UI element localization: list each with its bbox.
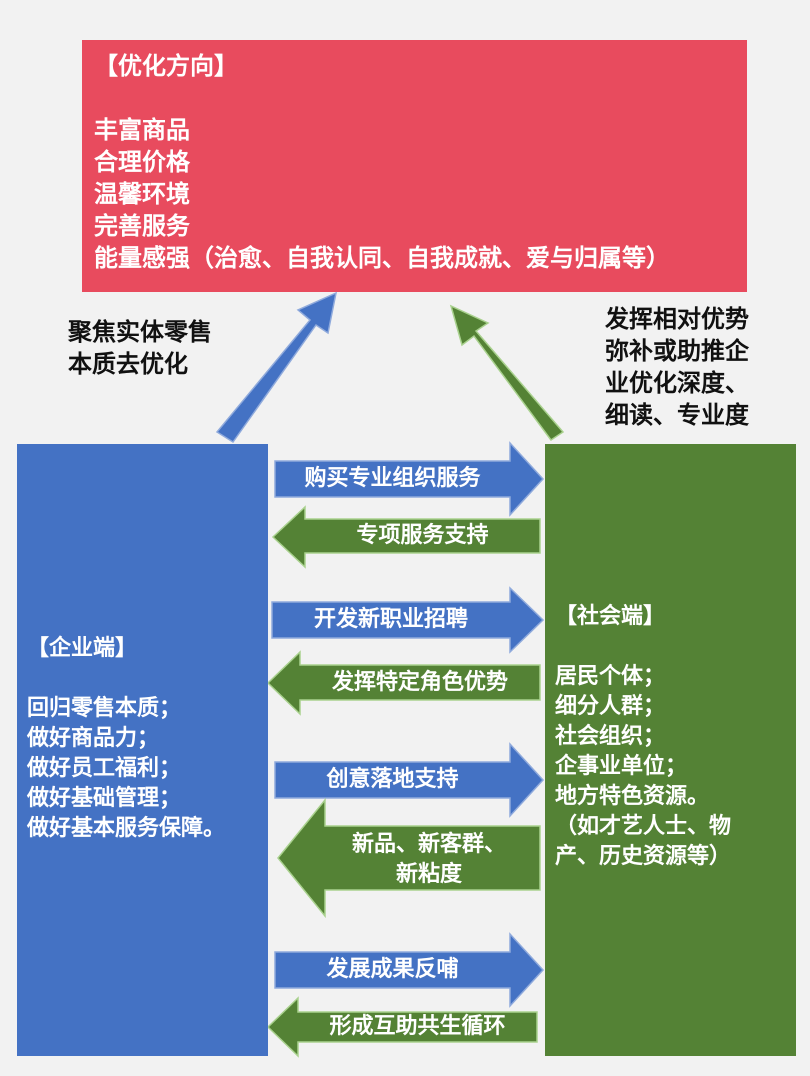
- flow-arrow-left: [277, 797, 541, 919]
- optimization-direction-box: 【优化方向】 丰富商品 合理价格 温馨环境 完善服务 能量感强（治愈、自我认同、…: [82, 40, 747, 292]
- enterprise-title: 【企业端】: [27, 636, 138, 661]
- flow-arrow-right: [274, 932, 545, 1008]
- optimization-item: 能量感强（治愈、自我认同、自我成就、爱与归属等）: [94, 244, 670, 272]
- flow-label: 专项服务支持: [305, 522, 540, 550]
- flow-label: 发展成果反哺: [275, 956, 510, 984]
- flow-label: 创意落地支持: [275, 766, 510, 794]
- optimization-item: 温馨环境: [94, 180, 190, 208]
- flow-label-line: 创意落地支持: [326, 767, 459, 792]
- flow-arrow-right: [271, 586, 545, 654]
- society-item: 企事业单位；: [555, 754, 688, 779]
- flow-arrow-left: [266, 996, 538, 1058]
- society-item: 产、历史资源等）: [555, 844, 732, 869]
- enterprise-item: 做好基本服务保障。: [27, 816, 226, 841]
- advantage-label-line: 弥补或助推企: [605, 337, 749, 365]
- enterprise-item: 做好员工福利；: [27, 756, 182, 781]
- flow-label-line: 开发新职业招聘: [313, 607, 468, 632]
- flow-label-line: 发展成果反哺: [326, 957, 459, 982]
- society-title: 【社会端】: [555, 604, 666, 629]
- advantage-label-line: 细读、专业度: [605, 401, 749, 429]
- focus-label-line: 本质去优化: [68, 350, 188, 378]
- advantage-label-line: 发挥相对优势: [605, 305, 749, 333]
- flow-arrow-left: [266, 650, 541, 716]
- optimization-item: 完善服务: [94, 212, 190, 240]
- flow-label: 发挥特定角色优势: [300, 669, 540, 697]
- enterprise-box: 【企业端】 回归零售本质； 做好商品力； 做好员工福利； 做好基础管理； 做好基…: [17, 444, 268, 1056]
- flow-arrow-right: [274, 441, 545, 517]
- flow-label-line: 新粘度: [395, 862, 462, 887]
- flow-arrow-left: [271, 505, 541, 569]
- flow-label-line: 形成互助共生循环: [329, 1014, 506, 1039]
- enterprise-item: 做好基础管理；: [27, 786, 182, 811]
- flow-label: 开发新职业招聘: [272, 606, 510, 634]
- society-box: 【社会端】 居民个体； 细分人群； 社会组织； 企事业单位； 地方特色资源。 （…: [545, 444, 796, 1056]
- optimization-item: 丰富商品: [94, 116, 190, 144]
- optimization-title: 【优化方向】: [94, 52, 238, 80]
- flow-label-line: 发挥特定角色优势: [331, 670, 508, 695]
- flow-label-line: 专项服务支持: [356, 523, 489, 548]
- enterprise-item: 做好商品力；: [27, 726, 160, 751]
- society-item: 地方特色资源。: [555, 784, 710, 809]
- focus-label-line: 聚焦实体零售: [68, 318, 212, 346]
- up-arrow-society: [449, 304, 565, 442]
- flow-label-line: 购买专业组织服务: [304, 466, 481, 491]
- flow-label: 购买专业组织服务: [275, 465, 510, 493]
- flow-label: 形成互助共生循环: [298, 1013, 537, 1041]
- advantage-label: 发挥相对优势 弥补或助推企 业优化深度、 细读、专业度: [605, 303, 749, 431]
- flow-label: 新品、新客群、 新粘度: [318, 830, 540, 890]
- up-arrow-enterprise: [215, 291, 338, 444]
- society-item: （如才艺人士、物: [555, 814, 732, 839]
- focus-label: 聚焦实体零售 本质去优化: [68, 316, 212, 380]
- advantage-label-line: 业优化深度、: [605, 369, 749, 397]
- society-item: 细分人群；: [555, 694, 666, 719]
- optimization-item: 合理价格: [94, 148, 190, 176]
- society-item: 社会组织；: [555, 724, 666, 749]
- society-item: 居民个体；: [555, 664, 666, 689]
- enterprise-item: 回归零售本质；: [27, 696, 182, 721]
- flow-label-line: 新品、新客群、: [351, 832, 506, 857]
- flow-arrow-right: [274, 742, 545, 818]
